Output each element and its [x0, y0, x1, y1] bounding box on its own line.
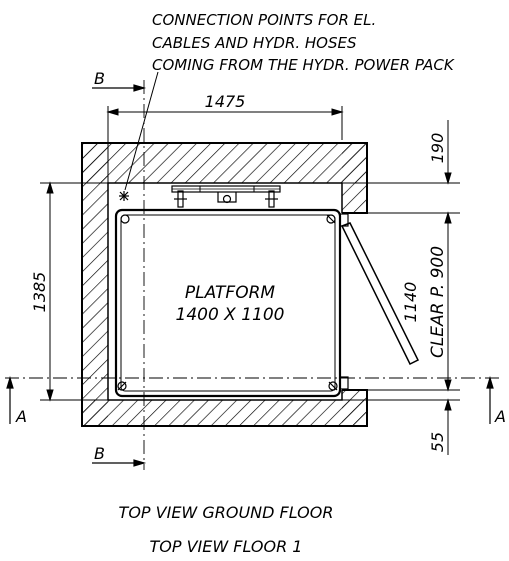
caption-floor-1: TOP VIEW FLOOR 1: [150, 537, 303, 556]
dimension-width-label: 1475: [205, 92, 246, 111]
section-label-b-top: B: [94, 69, 105, 88]
section-label-a-left: A: [15, 407, 27, 426]
caption-ground-floor: TOP VIEW GROUND FLOOR: [119, 503, 334, 522]
platform-corner-ne: [326, 214, 336, 224]
section-marker-a-left: [6, 375, 14, 424]
dimension-bottom-gap-label: 55: [428, 432, 447, 452]
platform-label: PLATFORM: [185, 283, 275, 303]
platform-corner-sw: [117, 381, 127, 391]
note-line-1: CONNECTION POINTS FOR EL.: [152, 11, 376, 29]
shaft-wall: [81, 142, 368, 427]
dimension-door-depth-label: 1140: [401, 282, 420, 323]
dimension-right: [342, 120, 460, 455]
section-label-a-right: A: [494, 407, 506, 426]
section-marker-a-right: [486, 375, 494, 424]
dimension-clear-passage-label: CLEAR P. 900: [428, 246, 448, 358]
platform-corner-nw: [120, 214, 130, 224]
center-lines: [5, 80, 500, 470]
connection-note: CONNECTION POINTS FOR EL. CABLES AND HYD…: [152, 11, 455, 74]
platform-size-label: 1400 X 1100: [176, 305, 285, 325]
section-marker-b-top: [92, 84, 147, 92]
swing-door: [339, 213, 420, 390]
connection-point-icon: [119, 71, 159, 201]
section-label-b-bottom: B: [94, 444, 105, 463]
platform: [114, 208, 342, 398]
drive-mechanism: [171, 185, 281, 208]
dimension-depth-label: 1385: [30, 272, 49, 313]
dimension-width: [106, 106, 344, 183]
dimension-depth: [40, 181, 108, 402]
platform-corner-se: [328, 381, 338, 391]
dimension-top-gap-label: 190: [428, 133, 447, 164]
note-line-3: COMING FROM THE HYDR. POWER PACK: [152, 56, 455, 74]
note-line-2: CABLES AND HYDR. HOSES: [152, 34, 357, 52]
section-marker-b-bottom: [92, 459, 147, 467]
